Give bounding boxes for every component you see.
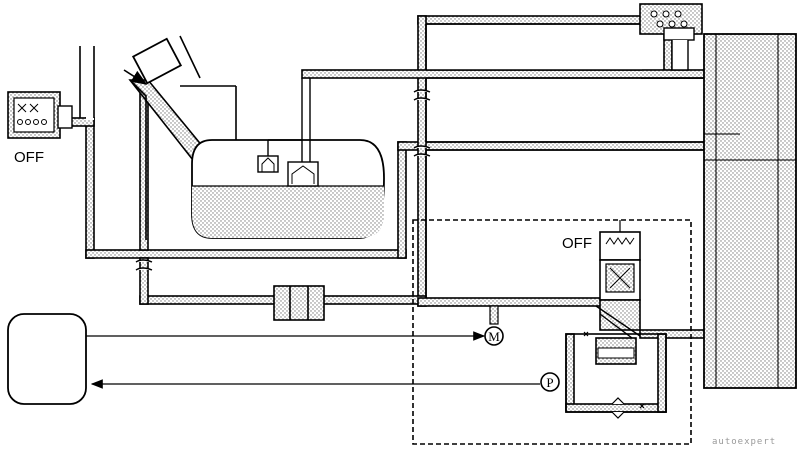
pressure-letter: P: [546, 375, 553, 390]
motor-symbol: M: [484, 305, 504, 346]
pipe-tank-right-vertical: [397, 141, 407, 259]
valve-state-label: OFF: [562, 235, 592, 252]
rollover-valve: [287, 161, 319, 187]
pipe-left-vertical: [85, 117, 95, 259]
pipe-pump-right: [657, 333, 667, 413]
vent-solenoid-valve: [595, 220, 641, 365]
charcoal-canister: [703, 33, 797, 389]
pipe-sender-line: [301, 69, 707, 79]
pipe-pump-left: [565, 333, 575, 411]
inline-filter: [273, 285, 325, 321]
pipe-bottom-run: [85, 249, 407, 259]
canister-top-valve: [639, 3, 703, 71]
pipe-lower-left-drop: [139, 257, 149, 305]
pipe-pump-bottom: [565, 403, 667, 413]
watermark: autoexpert: [712, 437, 776, 447]
solenoid-switch: [7, 46, 95, 139]
pressure-sensor-symbol: P: [540, 372, 560, 392]
pipe-top: [417, 15, 643, 25]
switch-state-label: OFF: [14, 149, 44, 166]
ecu-box: [7, 313, 87, 405]
pipe-center-vertical: [417, 15, 427, 307]
fuel-tank: [191, 78, 385, 239]
fuel-cap: [131, 37, 183, 85]
leak-detection-module: [412, 219, 692, 445]
pipe-break-marks: [135, 89, 431, 271]
fuel-inlet-arrow: [123, 69, 148, 85]
pipe-to-valve: [417, 297, 609, 307]
motor-letter: M: [488, 329, 500, 344]
pipe-tank-to-canister: [397, 141, 707, 151]
pump-chamber: [565, 331, 667, 419]
